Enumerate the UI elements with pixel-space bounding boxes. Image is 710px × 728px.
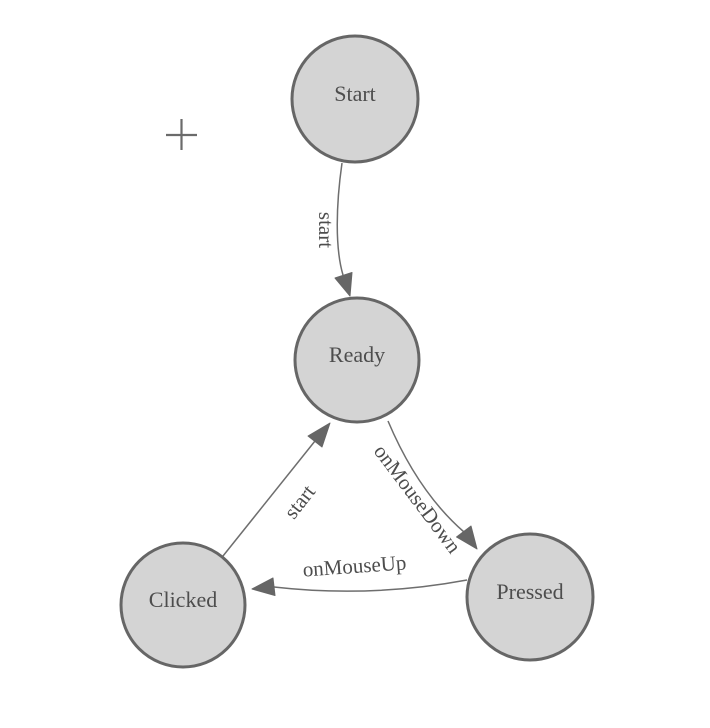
state-label-clicked: Clicked xyxy=(149,587,217,612)
state-circle[interactable] xyxy=(290,34,420,164)
state-node-start[interactable]: Start xyxy=(290,34,420,164)
edge-start-to-ready[interactable]: start xyxy=(314,162,353,297)
edge-pressed-to-clicked[interactable]: onMouseUp xyxy=(251,550,468,596)
arrowhead-icon xyxy=(251,577,276,596)
edge-line[interactable] xyxy=(387,420,465,533)
edge-label-pressed-to-clicked: onMouseUp xyxy=(302,550,407,581)
arrowhead-icon xyxy=(334,272,353,297)
state-label-start: Start xyxy=(334,81,376,106)
state-circle[interactable] xyxy=(119,541,247,669)
state-node-ready[interactable]: Ready xyxy=(293,296,421,424)
crosshair-icon xyxy=(166,119,197,150)
arrowhead-icon xyxy=(456,525,478,550)
edge-line[interactable] xyxy=(222,440,316,557)
state-label-pressed: Pressed xyxy=(496,579,563,604)
edge-label-clicked-to-ready: start xyxy=(279,480,320,523)
state-node-clicked[interactable]: Clicked xyxy=(119,541,247,669)
edge-ready-to-pressed[interactable]: onMouseDown xyxy=(369,420,478,558)
edge-line[interactable] xyxy=(336,162,344,276)
state-node-pressed[interactable]: Pressed xyxy=(465,532,595,662)
edge-label-start-to-ready: start xyxy=(314,212,338,248)
edge-clicked-to-ready[interactable]: start xyxy=(222,422,331,557)
state-circle[interactable] xyxy=(465,532,595,662)
edge-line[interactable] xyxy=(273,579,468,592)
edge-label-ready-to-pressed: onMouseDown xyxy=(369,440,466,558)
arrowhead-icon xyxy=(307,422,331,448)
state-label-ready: Ready xyxy=(329,342,385,367)
state-circle[interactable] xyxy=(293,296,421,424)
